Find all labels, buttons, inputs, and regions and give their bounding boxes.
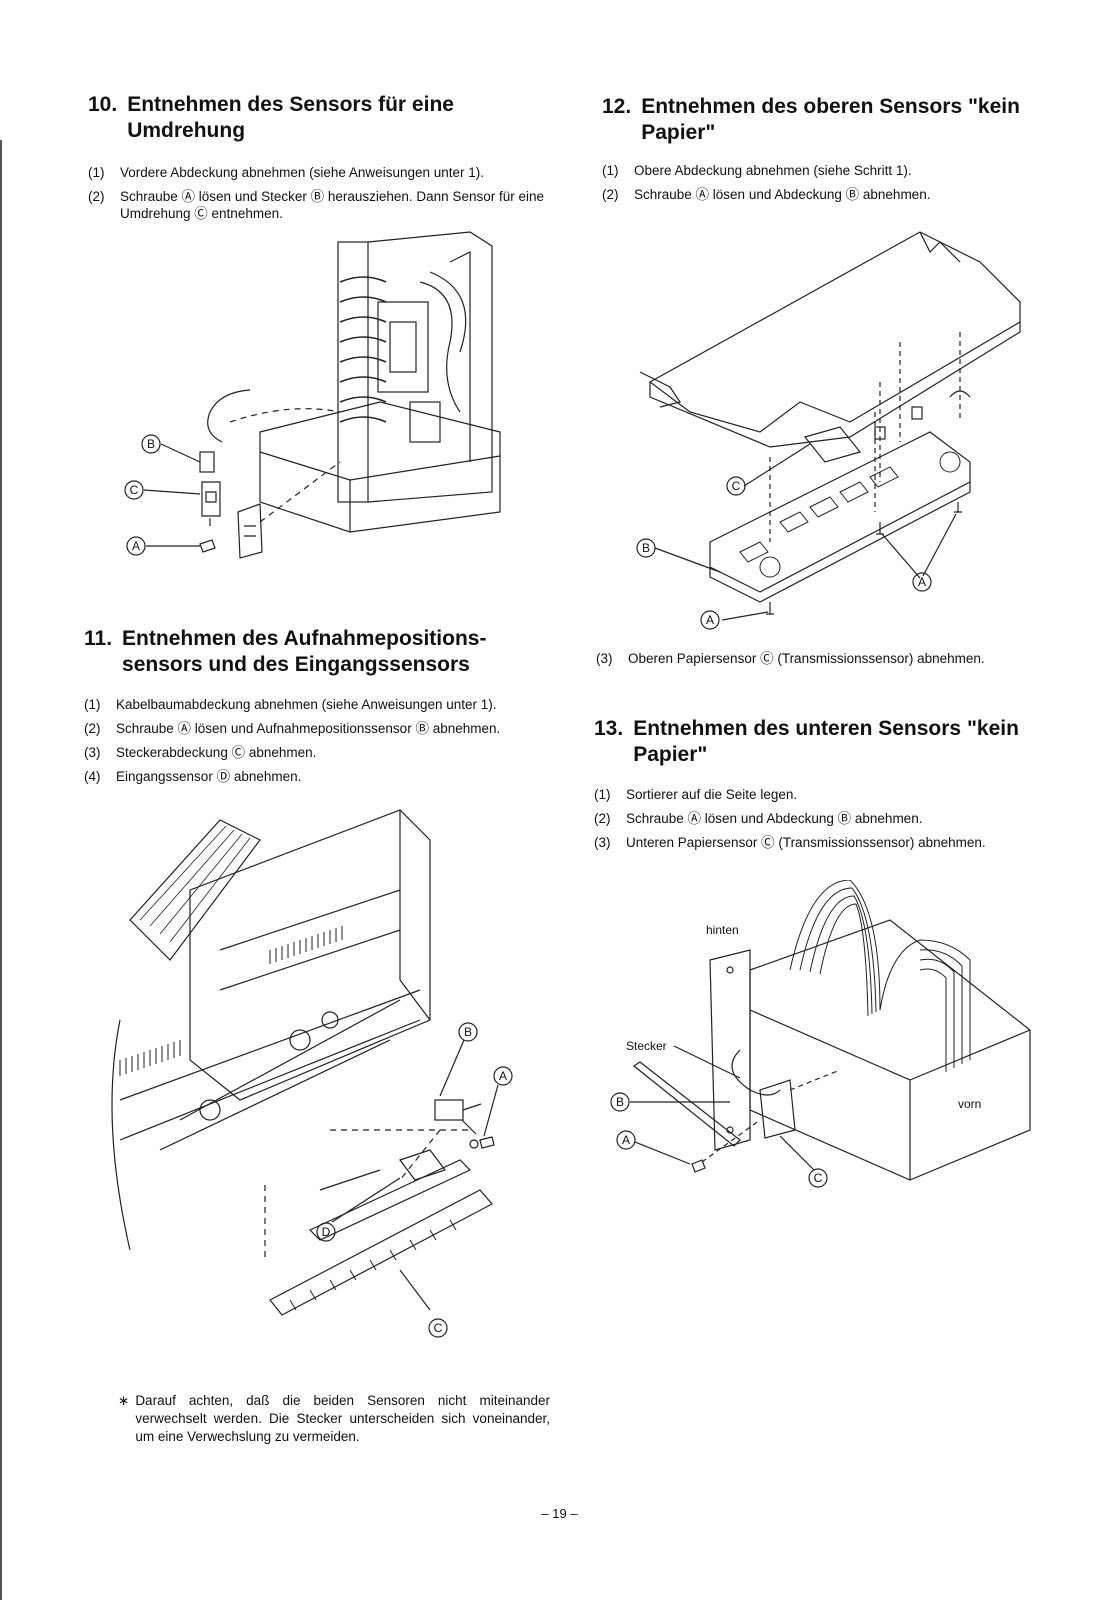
section-13-title: Entnehmen des unteren Sensors "kein Papi… — [633, 717, 1019, 766]
section-13-number: 13. — [594, 717, 624, 740]
section-11-title: Entnehmen des Aufnahmepositions-sensors … — [122, 627, 487, 676]
step: (2)Schraube Ⓐ lösen und Abdeckung Ⓑ abne… — [602, 187, 931, 202]
caution-text: Darauf achten, daß die beiden Sensoren n… — [135, 1393, 550, 1444]
step: (3)Steckerabdeckung Ⓒ abnehmen. — [84, 745, 317, 760]
callout-a: A — [132, 539, 140, 553]
section-10-title: Entnehmen des Sensors für eine Umdrehung — [127, 93, 454, 142]
section-10-number: 10. — [88, 93, 118, 116]
callout-a: A — [499, 1069, 507, 1083]
step: (3)Unteren Papiersensor Ⓒ (Transmissions… — [594, 835, 986, 850]
callout-b: B — [464, 1025, 472, 1039]
step: (1)Obere Abdeckung abnehmen (siehe Schri… — [602, 163, 912, 178]
section-12-number: 12. — [602, 95, 632, 118]
section-12-steps-after: (3)Oberen Papiersensor Ⓒ (Transmissionss… — [596, 650, 1056, 667]
step: (1)Kabelbaumabdeckung abnehmen (siehe An… — [84, 697, 497, 712]
callout-b: B — [147, 437, 155, 451]
step: (3)Oberen Papiersensor Ⓒ (Transmissionss… — [596, 651, 985, 666]
section-10-heading: 10. Entnehmen des Sensors für eine Umdre… — [88, 92, 548, 144]
caution-note: ∗ Darauf achten, daß die beiden Sensoren… — [118, 1392, 550, 1446]
step: (1)Vordere Abdeckung abnehmen (siehe Anw… — [88, 165, 485, 180]
callout-b: B — [616, 1095, 624, 1109]
section-12-steps: (1)Obere Abdeckung abnehmen (siehe Schri… — [602, 162, 1052, 203]
section-12: 12. Entnehmen des oberen Sensors "kein P… — [602, 94, 1052, 210]
callout-a: A — [706, 613, 714, 627]
label-front: vorn — [958, 1097, 981, 1111]
asterisk-icon: ∗ — [118, 1393, 130, 1408]
callout-c: C — [130, 483, 139, 497]
figure-12: C B A A — [620, 222, 1040, 642]
margin-rule — [0, 140, 2, 1600]
section-10: 10. Entnehmen des Sensors für eine Umdre… — [88, 92, 548, 229]
section-13-heading: 13. Entnehmen des unteren Sensors "kein … — [594, 716, 1054, 768]
step: (2)Schraube Ⓐ lösen und Abdeckung Ⓑ abne… — [594, 811, 923, 826]
section-12-continued: (3)Oberen Papiersensor Ⓒ (Transmissionss… — [596, 650, 1056, 674]
step: (2)Schraube Ⓐ lösen und Stecker Ⓑ heraus… — [88, 189, 544, 221]
page-number: – 19 – — [541, 1506, 578, 1521]
label-back: hinten — [706, 923, 739, 937]
section-13: 13. Entnehmen des unteren Sensors "kein … — [594, 716, 1054, 858]
callout-a: A — [622, 1133, 630, 1147]
section-12-heading: 12. Entnehmen des oberen Sensors "kein P… — [602, 94, 1052, 146]
callout-a: A — [918, 575, 926, 589]
figure-11: B A D C — [100, 800, 550, 1360]
section-11-heading: 11. Entnehmen des Aufnahmepositions-sens… — [84, 626, 554, 678]
callout-c: C — [434, 1321, 443, 1335]
callout-d: D — [322, 1225, 331, 1239]
figure-13: B A C hinten Stecker vorn — [590, 880, 1050, 1210]
section-11-steps: (1)Kabelbaumabdeckung abnehmen (siehe An… — [84, 696, 554, 785]
callout-c: C — [732, 479, 741, 493]
section-10-steps: (1)Vordere Abdeckung abnehmen (siehe Anw… — [88, 164, 548, 222]
figure-10: B C A — [110, 222, 530, 582]
step: (2)Schraube Ⓐ lösen und Aufnahmeposition… — [84, 721, 501, 736]
callout-b: B — [642, 541, 650, 555]
section-13-steps: (1)Sortierer auf die Seite legen. (2)Sch… — [594, 786, 1054, 851]
callout-c: C — [814, 1171, 823, 1185]
section-12-title: Entnehmen des oberen Sensors "kein Papie… — [641, 95, 1020, 144]
section-11-number: 11. — [84, 627, 113, 650]
step: (1)Sortierer auf die Seite legen. — [594, 787, 798, 802]
label-connector: Stecker — [626, 1039, 667, 1053]
step: (4)Eingangssensor Ⓓ abnehmen. — [84, 769, 302, 784]
section-11: 11. Entnehmen des Aufnahmepositions-sens… — [84, 626, 554, 792]
